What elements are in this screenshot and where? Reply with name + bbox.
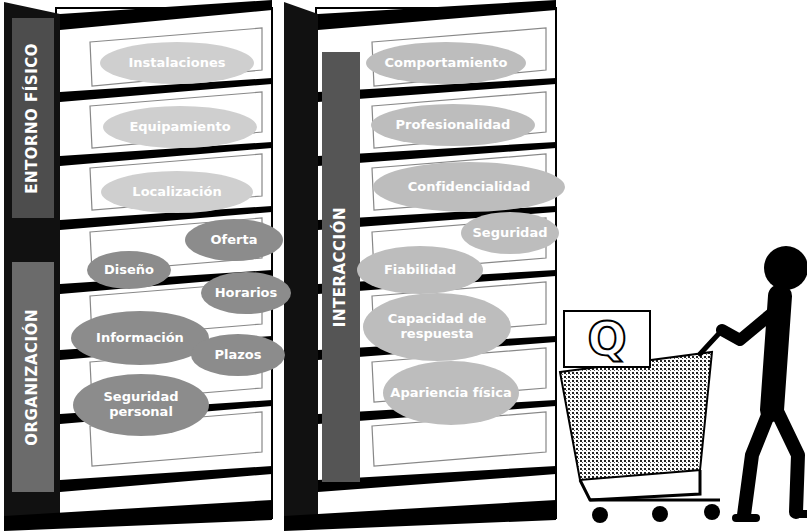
shelf-panel (372, 92, 546, 148)
shelf-base (284, 500, 556, 531)
ellipse-shape (185, 219, 283, 261)
ellipse-shape (201, 272, 291, 314)
ellipse-shape (191, 334, 285, 376)
category-label: ENTORNO FÍSICO (24, 43, 41, 194)
cart-basket (560, 352, 712, 480)
attribute-ellipse: Oferta (184, 218, 284, 262)
attribute-label: Equipamiento (123, 120, 236, 135)
attribute-label: Confidencialidad (402, 180, 536, 195)
attribute-ellipse: Instalaciones (99, 41, 255, 85)
attribute-ellipse: Profesionalidad (370, 103, 536, 147)
cart-wheel (592, 507, 608, 523)
ellipse-shape (383, 361, 519, 425)
attribute-label: Comportamiento (379, 56, 514, 71)
ellipse-shape (357, 246, 483, 294)
attribute-ellipse: Diseño (86, 250, 172, 290)
cart-frame (580, 470, 700, 500)
shelf-panel (90, 92, 262, 148)
cart-wheel (704, 504, 720, 520)
attribute-label: Horarios (209, 286, 284, 301)
attribute-label: Localización (126, 185, 227, 200)
category-band: ENTORNO FÍSICO (12, 18, 54, 218)
ellipse-shape (363, 293, 511, 361)
ellipse-shape (103, 106, 257, 148)
attribute-label: Fiabilidad (378, 263, 462, 278)
attribute-ellipse: Horarios (200, 271, 292, 315)
shelf-boards (284, 0, 556, 531)
ellipse-shape (373, 162, 565, 212)
category-band: ORGANIZACIÓN (12, 262, 54, 492)
ellipse-shape (371, 104, 535, 146)
attribute-label: Profesionalidad (390, 118, 517, 133)
category-band: INTERACCIÓN (322, 52, 360, 482)
ellipse-shape (73, 374, 209, 436)
category-label: INTERACCIÓN (332, 207, 349, 327)
attribute-ellipse: Plazos (190, 333, 286, 377)
person-leg (774, 405, 798, 512)
attribute-ellipse: Fiabilidad (356, 245, 484, 295)
person-body (722, 296, 806, 518)
attribute-label: Seguridad (467, 226, 554, 241)
attribute-label: Seguridad personal (72, 390, 210, 420)
ellipse-shape (71, 311, 209, 365)
shelf-base (4, 500, 272, 531)
attribute-ellipse: Confidencialidad (372, 161, 566, 213)
shelf-back (316, 8, 556, 518)
attribute-label: Plazos (209, 348, 268, 363)
attribute-ellipse: Capacidad de respuesta (362, 292, 512, 362)
attribute-ellipse: Seguridad personal (72, 373, 210, 437)
shelf-board (60, 466, 272, 492)
ellipse-shape (101, 171, 253, 213)
attribute-label: Diseño (98, 263, 160, 278)
quality-letter: Q (587, 313, 626, 366)
ellipse-shape (461, 212, 559, 254)
attribute-ellipse: Comportamiento (365, 41, 527, 85)
ellipse-shape (87, 251, 171, 289)
person-head (764, 246, 807, 290)
attribute-ellipse: Apariencia física (382, 360, 520, 426)
attribute-label: Instalaciones (123, 56, 232, 71)
shelf-panel (90, 28, 262, 86)
person-foot (796, 510, 806, 518)
person-foot (736, 514, 756, 522)
attribute-label: Capacidad de respuesta (362, 312, 512, 342)
attribute-label: Información (90, 331, 190, 346)
attribute-ellipse: Equipamiento (102, 105, 258, 149)
shelf-board (60, 0, 272, 30)
attribute-ellipse: Localización (100, 170, 254, 214)
shelf-board (318, 0, 556, 30)
quality-box: Q (563, 310, 651, 368)
ellipse-shape (366, 42, 526, 84)
shelf-back (56, 8, 272, 518)
shelf-post (284, 2, 318, 530)
person-arm (722, 310, 776, 340)
attribute-ellipse: Seguridad (460, 211, 560, 255)
category-label: ORGANIZACIÓN (24, 309, 41, 446)
attribute-ellipse: Información (70, 310, 210, 366)
ellipse-shape (100, 42, 254, 84)
shelf-post (4, 2, 60, 530)
person-leg (744, 405, 772, 515)
attribute-label: Apariencia física (384, 386, 517, 401)
shelf-boards (4, 0, 272, 531)
attribute-label: Oferta (205, 233, 264, 248)
cart-wheel (652, 506, 668, 522)
cart-frame (590, 499, 720, 502)
